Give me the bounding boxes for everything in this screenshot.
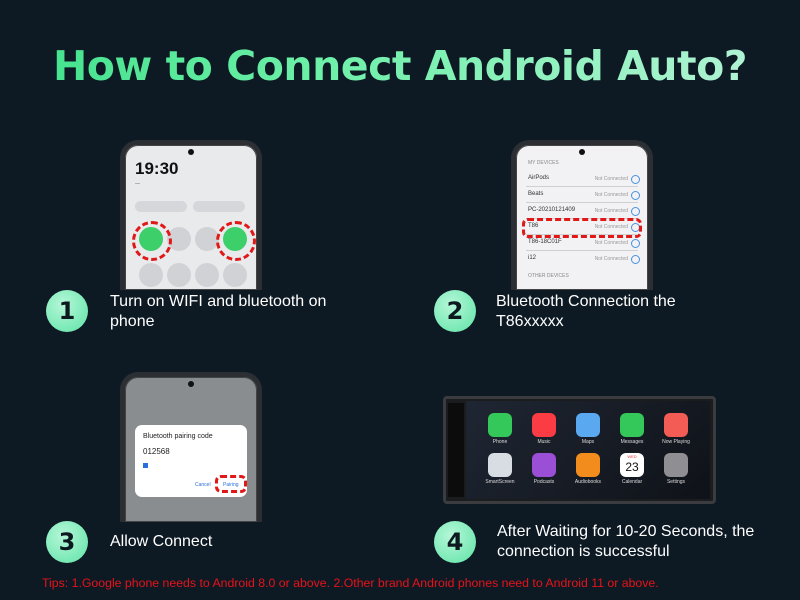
car-display-image: Phone Music Maps Messages Now Playing Sm… xyxy=(443,396,716,504)
toggle-icon xyxy=(223,263,247,287)
device-status: Not Connected xyxy=(594,176,628,182)
info-icon xyxy=(631,207,640,216)
device-status: Not Connected xyxy=(594,256,628,262)
phone-date: — xyxy=(135,181,140,187)
app-label: SmartScreen xyxy=(485,479,515,485)
step-number-badge: 2 xyxy=(434,290,476,332)
phone-quick-settings-image: 19:30 — xyxy=(120,140,262,290)
carplay-home-screen: Phone Music Maps Messages Now Playing Sm… xyxy=(466,401,710,499)
divider xyxy=(526,234,638,235)
camera-dot xyxy=(579,149,585,155)
step-number-badge: 1 xyxy=(46,290,88,332)
divider xyxy=(526,186,638,187)
pairing-dialog: Bluetooth pairing code 012568 Cancel Pai… xyxy=(135,425,247,497)
app-label: Calendar xyxy=(621,479,643,485)
divider xyxy=(526,250,638,251)
app-label: Settings xyxy=(666,479,686,485)
device-name: Beats xyxy=(528,191,544,197)
cancel-button: Cancel xyxy=(195,482,211,488)
phone-time: 19:30 xyxy=(135,159,179,178)
app-label: Phone xyxy=(492,439,508,445)
device-name: T86-18C01F xyxy=(528,239,562,245)
phone-bluetooth-list-image: MY DEVICES AirPods Not Connected Beats N… xyxy=(511,140,653,290)
dock-sidebar xyxy=(448,403,464,497)
allow-checkbox xyxy=(143,463,148,468)
tips-note: Tips: 1.Google phone needs to Android 8.… xyxy=(42,576,659,590)
info-icon xyxy=(631,191,640,200)
info-icon xyxy=(631,255,640,264)
settings-app-icon xyxy=(664,453,688,477)
step-text: Turn on WIFI and bluetooth on phone xyxy=(110,293,327,330)
app-label: Maps xyxy=(581,439,595,445)
app-label: Now Playing xyxy=(662,439,690,445)
step-text: Bluetooth Connection the T86xxxxx xyxy=(496,293,676,330)
pairing-code: 012568 xyxy=(143,447,170,456)
step-number-badge: 4 xyxy=(434,521,476,563)
calendar-date: 23 xyxy=(625,460,639,474)
bluetooth-highlight xyxy=(216,221,256,261)
toggle-icon xyxy=(167,263,191,287)
divider xyxy=(526,202,638,203)
step-text: After Waiting for 10-20 Seconds, the con… xyxy=(497,523,755,560)
pair-button: Pairing xyxy=(223,482,239,488)
device-status: Not Connected xyxy=(594,240,628,246)
phone-app-icon xyxy=(488,413,512,437)
step-number-badge: 3 xyxy=(46,521,88,563)
step-text: Allow Connect xyxy=(110,533,213,550)
app-label: Music xyxy=(537,439,551,445)
device-name: i12 xyxy=(528,255,537,261)
bell-toggle-icon xyxy=(195,227,219,251)
now-playing-app-icon xyxy=(664,413,688,437)
audiobooks-app-icon xyxy=(576,453,600,477)
pair-highlight xyxy=(215,475,247,493)
device-status: Not Connected xyxy=(594,224,628,230)
maps-app-icon xyxy=(576,413,600,437)
info-icon xyxy=(631,175,640,184)
phone-pairing-dialog-image: Bluetooth pairing code 012568 Cancel Pai… xyxy=(120,372,262,522)
quick-pill xyxy=(135,201,187,212)
camera-dot xyxy=(188,381,194,387)
device-name: T86 xyxy=(528,223,539,229)
music-app-icon xyxy=(532,413,556,437)
calendar-day: WED xyxy=(627,454,637,459)
page-title: How to Connect Android Auto? xyxy=(0,42,800,90)
app-label: Podcasts xyxy=(533,479,555,485)
smartscreen-app-icon xyxy=(488,453,512,477)
quick-pill xyxy=(193,201,245,212)
dialog-title: Bluetooth pairing code xyxy=(143,433,213,440)
podcasts-app-icon xyxy=(532,453,556,477)
t86-highlight xyxy=(522,218,642,238)
wifi-highlight xyxy=(132,221,172,261)
messages-app-icon xyxy=(620,413,644,437)
toggle-icon xyxy=(195,263,219,287)
info-icon xyxy=(631,239,640,248)
calendar-app-icon: WED 23 xyxy=(620,453,644,477)
device-name: PC-20210121409 xyxy=(528,207,576,213)
toggle-icon xyxy=(139,263,163,287)
camera-dot xyxy=(188,149,194,155)
device-status: Not Connected xyxy=(594,192,628,198)
app-label: Messages xyxy=(620,439,644,445)
device-name: AirPods xyxy=(528,175,550,181)
section-label: OTHER DEVICES xyxy=(528,273,569,279)
device-status: Not Connected xyxy=(594,208,628,214)
app-label: Audiobooks xyxy=(574,479,602,485)
section-label: MY DEVICES xyxy=(528,160,559,166)
